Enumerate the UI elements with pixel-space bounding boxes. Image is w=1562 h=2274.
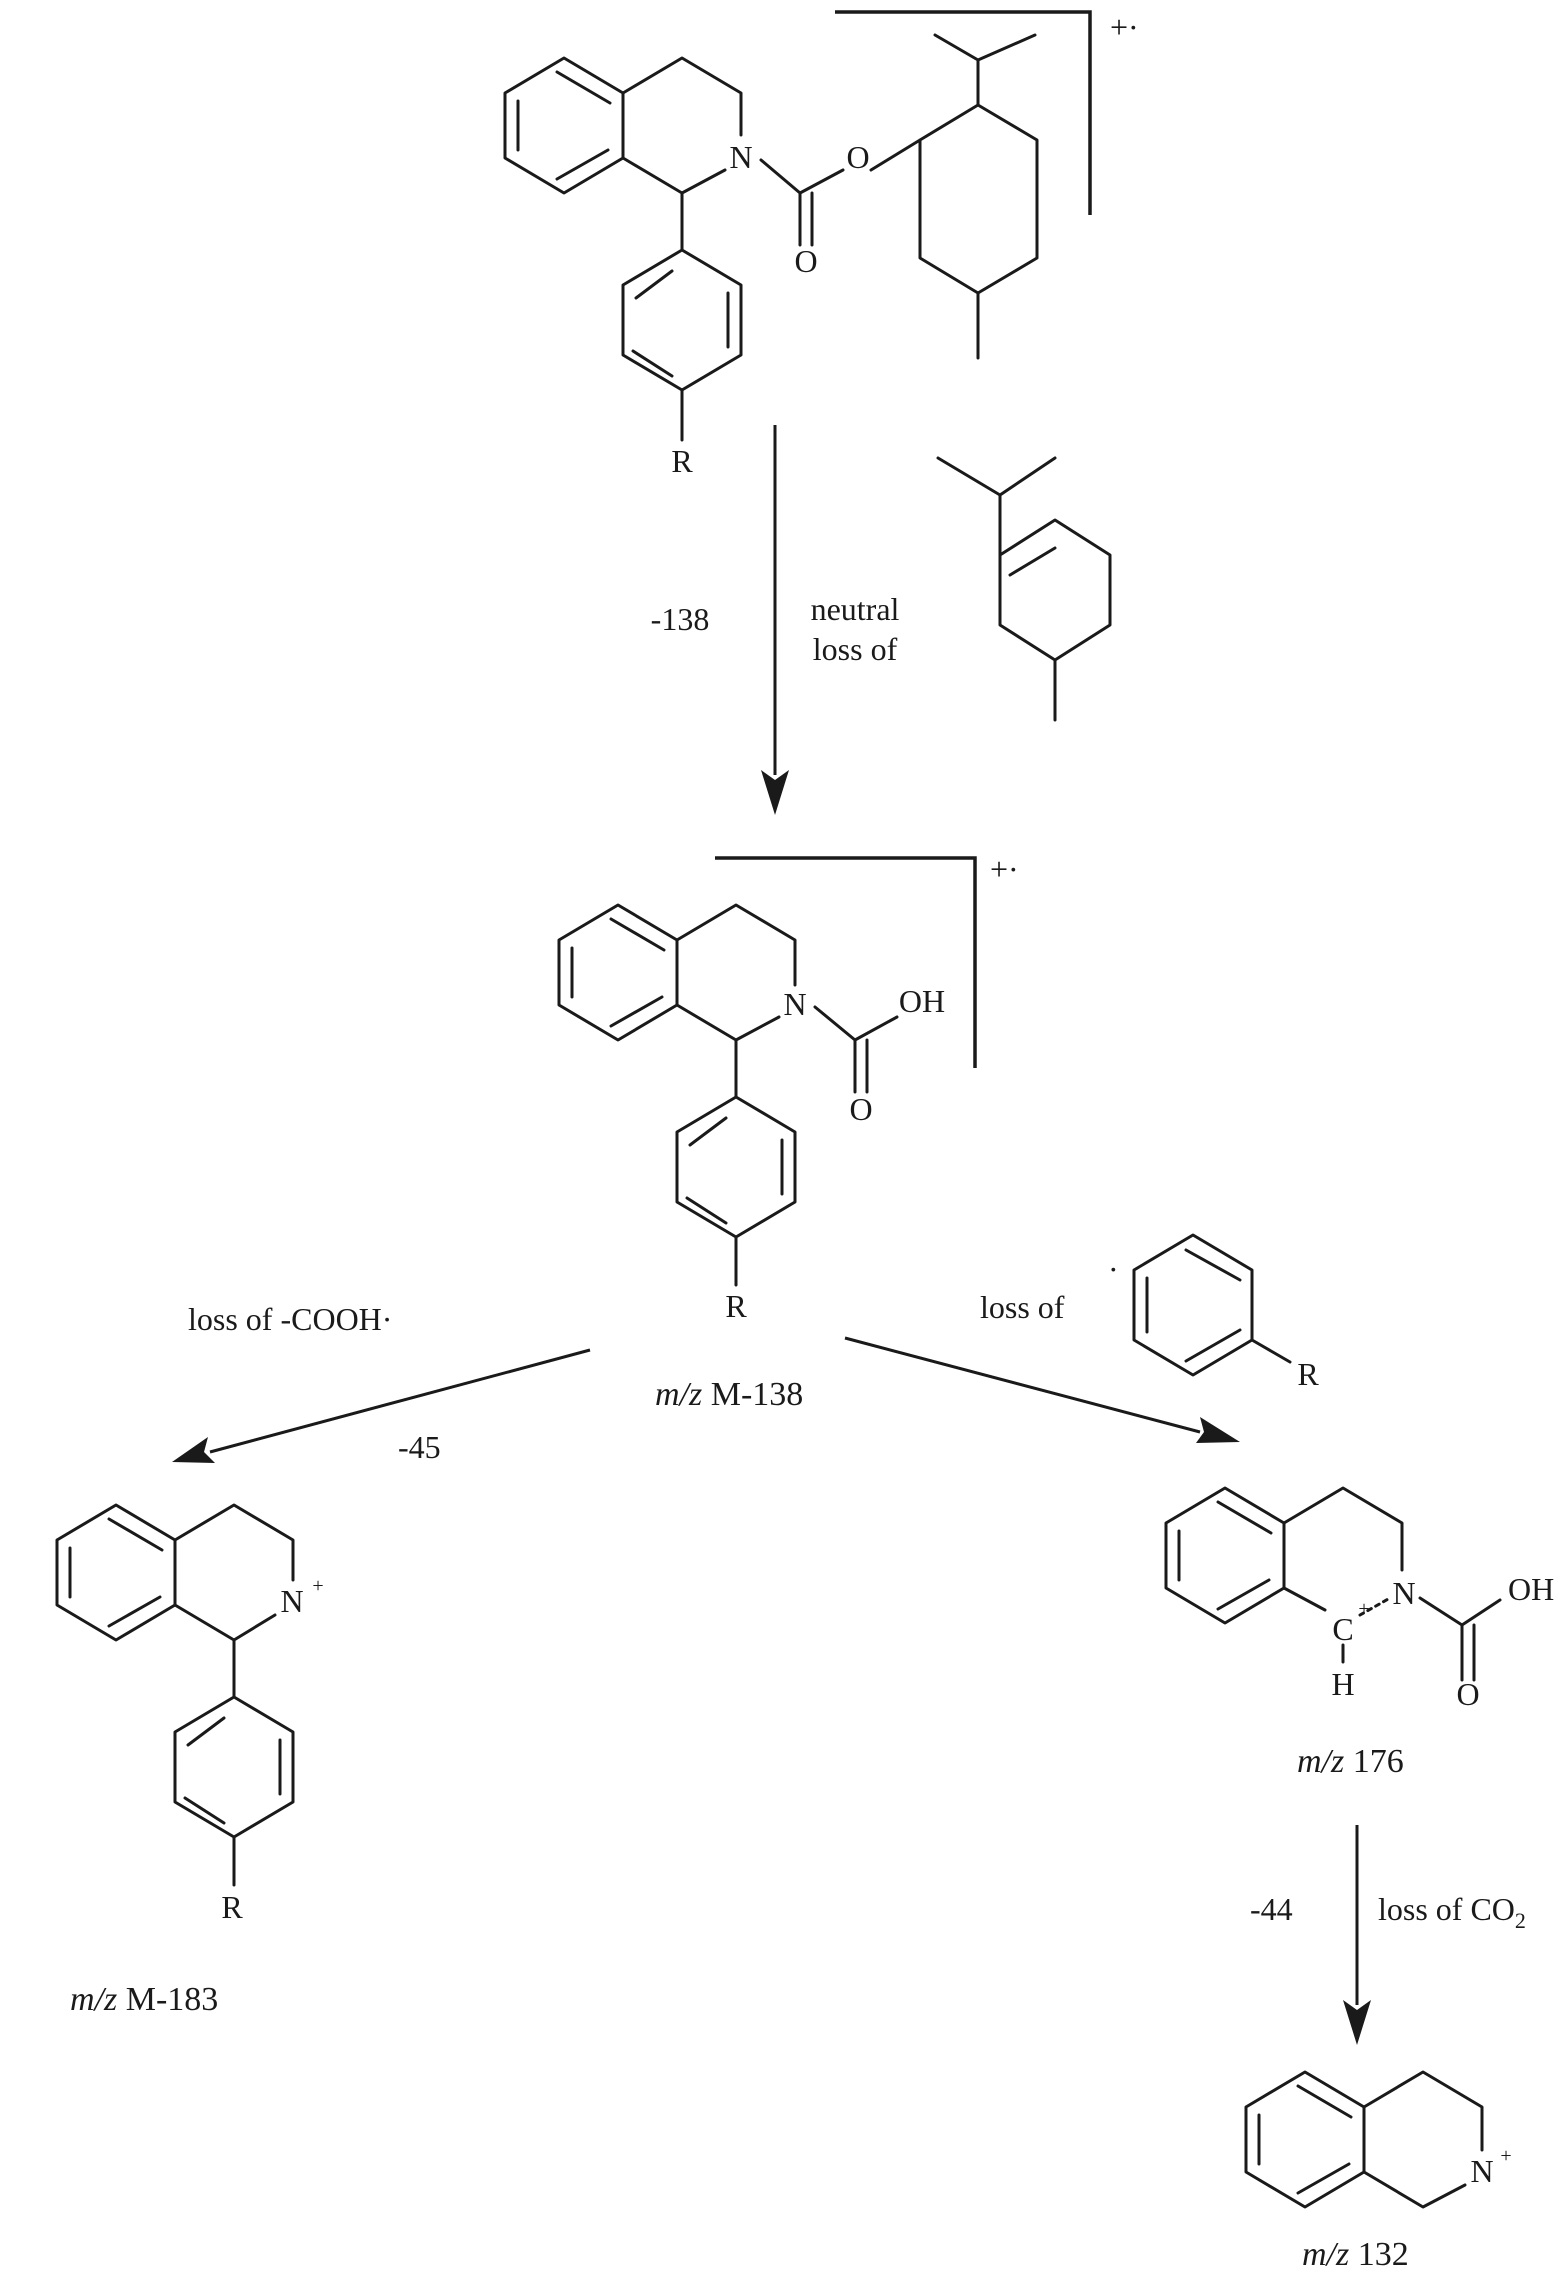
aryl-radical-structure: R	[1132, 1233, 1319, 1392]
parent-benzo-ring	[503, 56, 625, 195]
parent-ester-oxygen: O	[846, 139, 869, 175]
parent-r-group: R	[671, 443, 693, 479]
intermediate-phenyl-ring	[675, 1038, 797, 1239]
parent-menthyl-ring	[869, 103, 1039, 295]
parent-nitrogen: N	[729, 139, 752, 175]
menthene-structure	[936, 456, 1112, 722]
right-product-molecule: C + H N OH O	[1164, 1486, 1554, 1712]
loss-aryl-label: loss of	[980, 1289, 1065, 1325]
intermediate-radical-charge: +·	[990, 851, 1019, 887]
right-product-charge: +	[1358, 1598, 1369, 1620]
right-product-mz-label: m/z 176	[1297, 1743, 1404, 1780]
parent-radical-charge: +·	[1110, 9, 1139, 45]
right-product-hydrogen: H	[1331, 1666, 1354, 1702]
intermediate-mz-label: m/z M-138	[655, 1376, 803, 1413]
intermediate-benzo-ring	[557, 903, 679, 1042]
right-product-hydroxyl: OH	[1508, 1571, 1554, 1607]
intermediate-r-group: R	[725, 1288, 747, 1324]
left-product-nitrogen: N	[280, 1583, 303, 1619]
right-product-nitrogen: N	[1392, 1575, 1415, 1611]
final-product-benzo-ring	[1244, 2070, 1366, 2209]
parent-heterocycle	[621, 56, 743, 195]
arrow-loss-aryl	[844, 1336, 1240, 1443]
parent-carbamate	[759, 158, 845, 247]
arrow-neutral-loss	[761, 425, 789, 815]
final-product-molecule: N +	[1244, 2070, 1512, 2209]
final-product-nitrogen: N	[1470, 2153, 1493, 2189]
parent-phenyl-ring	[621, 191, 743, 392]
parent-carbonyl-oxygen: O	[794, 243, 817, 279]
final-product-mz-label: m/z 132	[1302, 2236, 1409, 2273]
left-product-molecule: N + R	[55, 1503, 324, 1925]
loss-co2-mass: -44	[1250, 1891, 1293, 1927]
left-product-mz-label: m/z M-183	[70, 1981, 218, 2018]
left-product-phenyl-ring	[173, 1638, 295, 1839]
loss-cooh-mass: -45	[398, 1429, 441, 1465]
neutral-loss-label-line2: loss of	[813, 631, 898, 667]
loss-cooh-label: loss of -COOH·	[188, 1301, 392, 1337]
intermediate-molecule: N OH O R	[557, 903, 945, 1324]
arrow-loss-cooh	[172, 1348, 591, 1463]
right-product-carbonyl-oxygen: O	[1456, 1676, 1479, 1712]
intermediate-carbonyl-oxygen: O	[849, 1091, 872, 1127]
aryl-radical-dot: ·	[1108, 1251, 1119, 1287]
left-product-r-group: R	[221, 1889, 243, 1925]
parent-radical-bracket	[835, 10, 1092, 215]
parent-molecule: N O O R	[503, 33, 1039, 479]
neutral-loss-mass: -138	[651, 601, 710, 637]
right-product-benzo-ring	[1164, 1486, 1286, 1625]
intermediate-hydroxyl: OH	[899, 983, 945, 1019]
intermediate-nitrogen: N	[783, 986, 806, 1022]
right-product-carbocation-carbon: C	[1332, 1611, 1353, 1647]
left-product-benzo-ring	[55, 1503, 177, 1642]
loss-co2-label: loss of CO2	[1378, 1891, 1526, 1933]
aryl-radical-r-group: R	[1297, 1356, 1319, 1392]
left-product-charge: +	[312, 1575, 323, 1597]
intermediate-radical-bracket	[715, 856, 977, 1068]
arrow-loss-co2	[1343, 1825, 1371, 2045]
neutral-loss-label-line1: neutral	[811, 591, 900, 627]
final-product-charge: +	[1500, 2145, 1511, 2167]
